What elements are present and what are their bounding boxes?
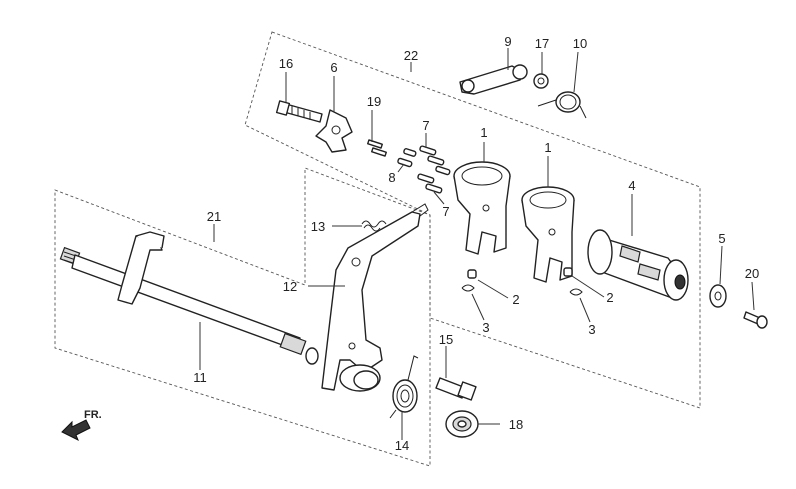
callout-21: 21 <box>207 209 221 224</box>
washer-5 <box>709 284 727 308</box>
shift-fork-1a <box>453 161 511 255</box>
callout-1b: 1 <box>544 140 551 155</box>
callout-14: 14 <box>395 438 409 453</box>
callout-15: 15 <box>439 332 453 347</box>
callout-11: 11 <box>193 370 207 385</box>
leader-lines <box>199 48 755 440</box>
bolt-20 <box>743 311 768 329</box>
shift-drum-4 <box>587 229 689 301</box>
callout-9: 9 <box>504 34 511 49</box>
callout-18: 18 <box>509 417 523 432</box>
callout-22: 22 <box>404 48 418 63</box>
callout-16: 16 <box>279 56 293 71</box>
callout-10: 10 <box>573 36 587 51</box>
callout-2a: 2 <box>512 292 519 307</box>
callout-6: 6 <box>330 60 337 75</box>
callout-3a: 3 <box>482 320 489 335</box>
washer-17 <box>533 73 549 89</box>
stopper-arm-9 <box>459 64 528 95</box>
shift-fork-1b <box>521 186 575 283</box>
callout-2b: 2 <box>606 290 613 305</box>
front-direction-icon: FR. <box>61 409 102 442</box>
callout-13: 13 <box>311 219 325 234</box>
callout-1a: 1 <box>480 125 487 140</box>
callout-5: 5 <box>718 231 725 246</box>
callout-12: 12 <box>283 279 297 294</box>
bolt-16 <box>275 100 323 123</box>
spring-14 <box>389 355 419 419</box>
callout-19: 19 <box>367 94 381 109</box>
bolt-15 <box>435 377 477 401</box>
shift-plate-12 <box>321 203 429 392</box>
callout-20: 20 <box>745 266 759 281</box>
callout-17: 17 <box>535 36 549 51</box>
front-direction-label: FR. <box>84 409 102 421</box>
callout-labels: 21 11 12 13 14 15 18 16 6 19 7 8 7 1 1 4… <box>193 34 759 453</box>
frame-21 <box>54 167 431 467</box>
pins-2-clips-3 <box>461 267 583 296</box>
callout-3b: 3 <box>588 322 595 337</box>
pins-7-8 <box>397 145 451 194</box>
shift-shaft-assembly <box>59 231 319 365</box>
callout-4: 4 <box>628 178 635 193</box>
pins-19 <box>367 139 387 157</box>
spring-10 <box>537 91 587 119</box>
callout-8: 8 <box>388 170 395 185</box>
callout-7a: 7 <box>422 118 429 133</box>
bearing-18 <box>445 410 479 438</box>
callout-7b: 7 <box>442 204 449 219</box>
star-cam-6 <box>315 109 353 153</box>
spring-13 <box>361 220 387 232</box>
